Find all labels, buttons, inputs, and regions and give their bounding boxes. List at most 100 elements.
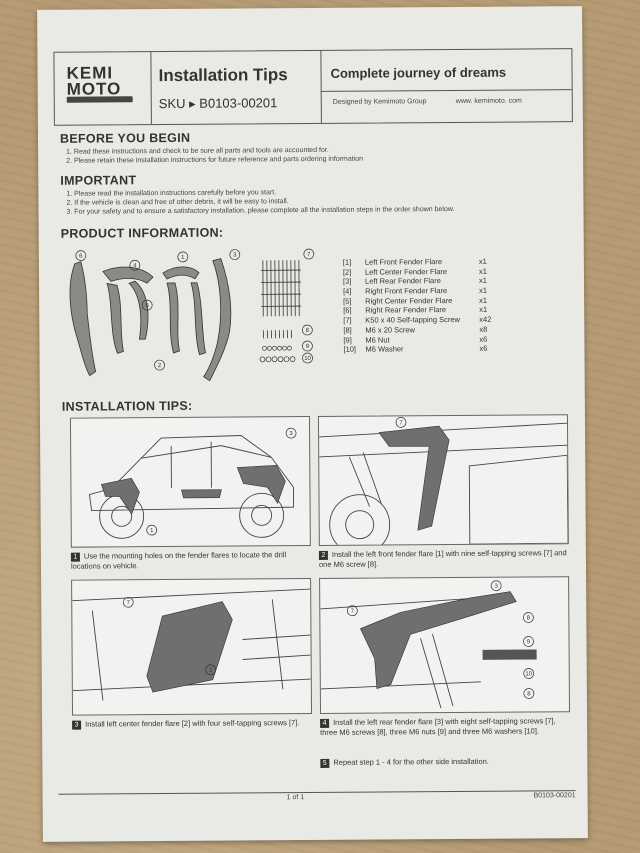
part-number: [6] (343, 306, 352, 316)
footer-sku: B0103-00201 (533, 792, 576, 800)
vehicle-side-drawing: 3 1 (88, 427, 297, 539)
sku-label: SKU ▸ (158, 95, 196, 112)
part-name: M6 Washer (365, 344, 404, 354)
part-number: [4] (343, 286, 352, 296)
callout-8: 8 (306, 328, 310, 334)
step-text: Install left center fender flare [2] wit… (85, 718, 300, 729)
part-qty: x6 (479, 343, 488, 354)
designed-by: Designed by Kemimoto Group (332, 98, 427, 106)
callout-4: 4 (133, 263, 137, 269)
step-3-illustration: 7 2 (71, 578, 313, 716)
brand-line-2: MOTO (66, 79, 122, 99)
step-number: 4 (320, 718, 330, 728)
page-title: Installation Tips (158, 65, 288, 86)
part-qty: x1 (479, 285, 488, 295)
step-text: Install the left front fender flare [1] … (318, 548, 567, 569)
sheet-content: KEMI MOTO Installation Tips SKU ▸ B0103-… (53, 48, 576, 804)
panel1-callout-1: 1 (150, 528, 154, 534)
parts-row: [10] M6 Washer x6 (343, 344, 513, 355)
header: KEMI MOTO Installation Tips SKU ▸ B0103-… (53, 48, 573, 126)
panel4-callout-7: 7 (351, 609, 355, 615)
step-text: Repeat step 1 - 4 for the other side ins… (333, 756, 489, 767)
parts-list: [1] Left Front Fender Flare x1 [2] Left Cen… (343, 257, 514, 355)
part-number: [2] (342, 267, 352, 277)
part-qty: x1 (479, 295, 488, 305)
panel4-callout-8b: 8 (527, 691, 531, 697)
rear-fender-drawing: 3 7 8 9 10 8 (320, 580, 537, 709)
section-title-before: BEFORE YOU BEGIN (59, 130, 191, 146)
panel4-callout-8a: 8 (527, 615, 531, 621)
center-fender-drawing: 7 2 (72, 588, 311, 701)
part-qty: x6 (479, 334, 488, 344)
panel4-callout-10: 10 (525, 671, 532, 677)
step-4-illustration: 3 7 8 9 10 8 (319, 576, 571, 714)
panel3-callout-2: 2 (209, 668, 213, 674)
step-text: Install the left rear fender flare [3] w… (320, 716, 556, 737)
panel1-callout-3: 3 (289, 431, 293, 437)
part-name: Right Center Fender Flare (365, 295, 453, 306)
part-qty: x1 (478, 266, 487, 276)
divider (320, 89, 572, 92)
callout-3: 3 (233, 253, 237, 259)
part-number: [3] (342, 277, 352, 287)
instruction-sheet: KEMI MOTO Installation Tips SKU ▸ B0103-… (37, 6, 588, 842)
part-qty: x1 (479, 305, 488, 315)
part-name: Left Center Fender Flare (364, 266, 448, 277)
part-name: M6 x 20 Screw (365, 325, 415, 335)
brand-logo: KEMI MOTO (54, 52, 152, 125)
callout-1: 1 (181, 255, 185, 261)
footer: 1 of 1 B0103-00201 (58, 790, 576, 801)
callout-5: 5 (145, 303, 149, 309)
part-qty: x8 (479, 324, 488, 334)
part-qty: x1 (478, 256, 487, 266)
title-block: Installation Tips SKU ▸ B0103-00201 (150, 50, 322, 125)
callout-6: 6 (79, 254, 83, 260)
sku-value: B0103-00201 (199, 95, 278, 111)
callout-9: 9 (306, 344, 310, 350)
part-number: [7] (343, 315, 352, 325)
part-name: Left Front Fender Flare (364, 257, 443, 267)
slogan-block: Complete journey of dreams Designed by K… (320, 49, 572, 123)
step-text: Use the mounting holes on the fender fla… (70, 550, 287, 571)
step-number: 1 (70, 552, 80, 562)
part-number: [9] (343, 335, 352, 345)
part-name: M6 Nut (365, 334, 390, 345)
before-item-1: 1. Read these instructions and check to … (66, 146, 329, 156)
step-number: 5 (320, 758, 330, 768)
panel4-callout-9: 9 (527, 639, 531, 645)
before-item-2: 2. Please retain these installation inst… (66, 155, 364, 165)
part-qty: x42 (479, 314, 492, 324)
part-name: Left Rear Fender Flare (364, 276, 441, 287)
important-item-3: 3. For your safety and to ensure a satis… (66, 206, 455, 216)
page-number: 1 of 1 (286, 794, 305, 802)
part-number: [5] (343, 296, 352, 306)
panel3-callout-7: 7 (127, 600, 131, 606)
callout-2: 2 (158, 363, 162, 369)
part-number: [10] (343, 344, 357, 354)
section-title-tips: INSTALLATION TIPS: (61, 398, 193, 414)
step-number: 3 (72, 720, 82, 730)
part-qty: x1 (478, 276, 487, 286)
sku-line: SKU ▸ B0103-00201 (159, 95, 278, 112)
logo-bar-icon (66, 96, 133, 103)
parts-illustration: 6 4 1 3 5 2 7 8 (69, 248, 315, 382)
step-1-illustration: 3 1 (69, 416, 311, 548)
section-title-important: IMPORTANT (60, 173, 137, 188)
slogan: Complete journey of dreams (330, 64, 507, 81)
step-2-illustration: 7 (317, 414, 569, 546)
step-number: 2 (318, 550, 328, 560)
section-title-product: PRODUCT INFORMATION: (60, 225, 224, 241)
callout-7: 7 (307, 252, 311, 258)
part-name: Right Front Fender Flare (365, 286, 448, 296)
part-number: [1] (342, 257, 352, 267)
callout-10: 10 (304, 356, 311, 362)
website: www. kemimoto. com (455, 97, 522, 105)
part-number: [8] (343, 325, 352, 335)
important-item-1: 1. Please read the installation instruct… (66, 189, 277, 198)
panel4-callout-3: 3 (494, 584, 498, 590)
